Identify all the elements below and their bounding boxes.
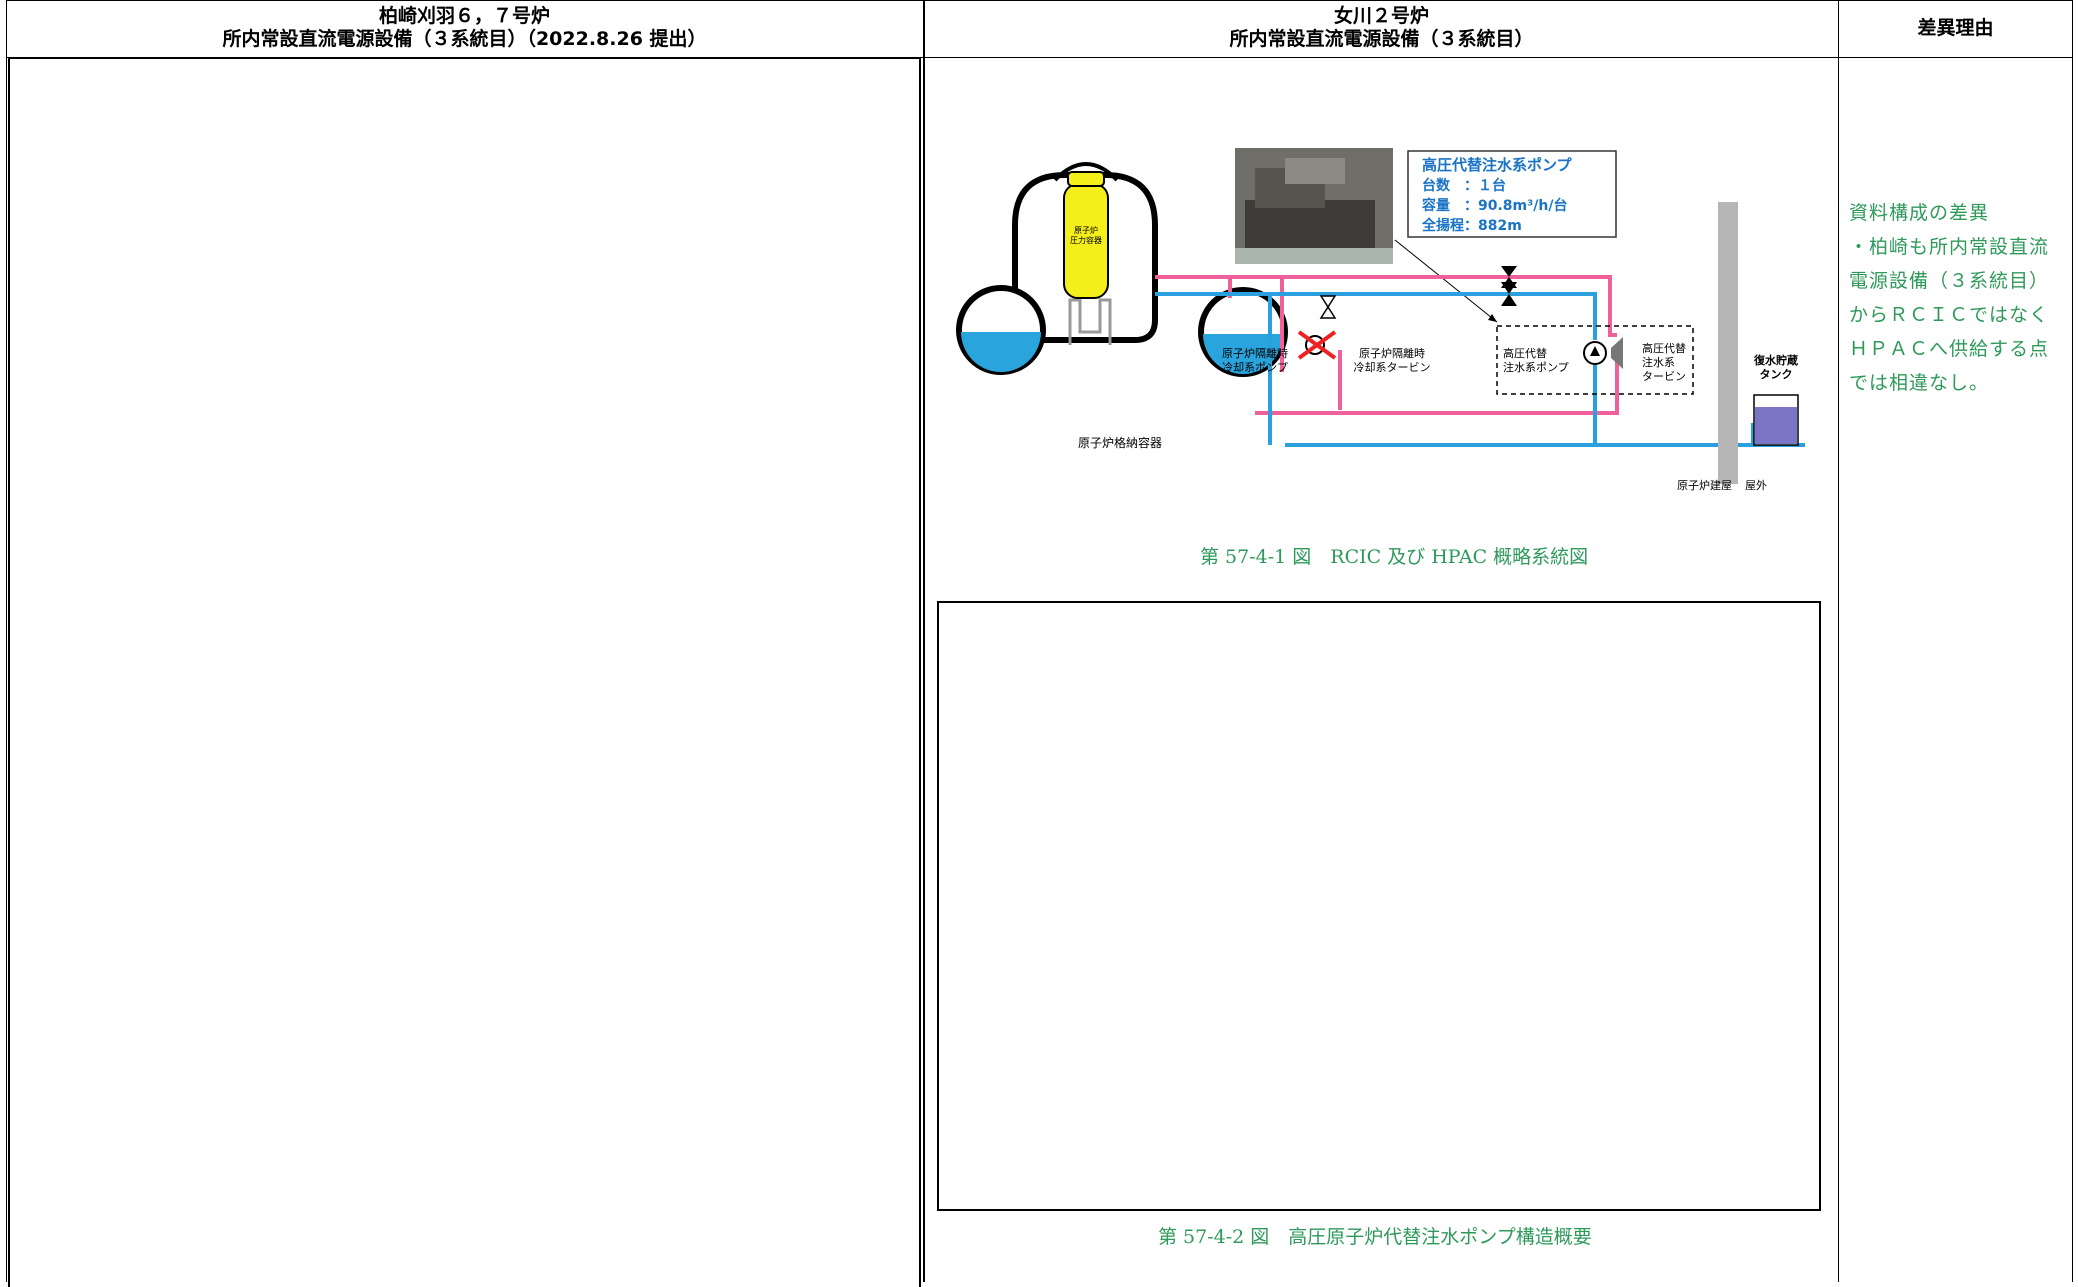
callout-arrow <box>1394 239 1498 323</box>
hpac-turbine-label-2: 注水系 <box>1642 355 1675 369</box>
tank-label-2: タンク <box>1760 368 1793 381</box>
hpac-pump-label-1: 高圧代替 <box>1503 346 1547 360</box>
steam-lines <box>1155 275 1619 415</box>
rpv-label: 原子炉 <box>1074 225 1098 235</box>
note-line-5: ＨＰＡＣへ供給する点 <box>1849 338 2050 360</box>
header-kk-title: 柏崎刈羽６，７号炉 <box>378 5 550 27</box>
figure-caption-1: 第 57-4-1 図 RCIC 及び HPAC 概略系統図 <box>1200 546 1589 568</box>
hpac-turbine-label-3: タービン <box>1642 370 1686 383</box>
hpac-dashed-box <box>1496 325 1694 395</box>
rcic-turbine-label-1: 原子炉隔離時 <box>1359 346 1425 360</box>
note-line-2: ・柏崎も所内常設直流 <box>1849 236 2050 258</box>
note-line-6: では相違なし。 <box>1849 372 1990 394</box>
rcic-pump-label-1: 原子炉隔離時 <box>1222 346 1288 360</box>
pcv-label: 原子炉格納容器 <box>1078 435 1162 450</box>
pump-structure-masked-box <box>937 601 1821 1211</box>
callout-arrowhead <box>1488 314 1497 322</box>
hpac-pump-arrow-icon <box>1590 346 1600 356</box>
note-line-4: からＲＣＩＣではなく <box>1849 304 2050 326</box>
valve-icons <box>1319 266 1517 319</box>
kk-masked-content-box <box>8 57 921 1287</box>
header-onagawa-column: 女川２号炉 所内常設直流電源設備（３系統目） <box>925 5 1838 51</box>
header-kk-column: 柏崎刈羽６，７号炉 所内常設直流電源設備（３系統目）（2022.8.26 提出） <box>6 5 923 51</box>
header-difference-reason: 差異理由 <box>1917 17 1994 39</box>
spec-title: 高圧代替注水系ポンプ <box>1422 156 1573 174</box>
outdoor-label: 屋外 <box>1745 479 1767 492</box>
header-onagawa-subtitle: 所内常設直流電源設備（３系統目） <box>1229 28 1534 50</box>
condensate-tank <box>1753 394 1799 446</box>
containment-vessel <box>956 162 1288 377</box>
figure-caption-2: 第 57-4-2 図 高圧原子炉代替注水ポンプ構造概要 <box>1158 1226 1592 1248</box>
table-top-border <box>6 0 2072 1</box>
spec-head: 全揚程：882m <box>1421 217 1522 234</box>
rpv-label-2: 圧力容器 <box>1070 235 1102 245</box>
rcic-crossed-icon <box>1297 330 1337 360</box>
note-line-3: 電源設備（３系統目） <box>1849 270 2050 292</box>
table-right-border <box>2072 0 2073 1282</box>
header-bottom-border <box>6 57 2072 58</box>
note-line-1: 資料構成の差異 <box>1849 202 1990 224</box>
rcic-turbine-label-2: 冷却系タービン <box>1354 361 1431 374</box>
building-wall <box>1718 202 1738 484</box>
hpac-turbine-icon <box>1611 337 1623 369</box>
header-onagawa-title: 女川２号炉 <box>1333 5 1429 27</box>
building-label: 原子炉建屋 <box>1677 478 1732 492</box>
hpac-turbine-label-1: 高圧代替 <box>1642 341 1686 355</box>
pump-photo <box>1235 148 1393 264</box>
rcic-pump-label-2: 冷却系ポンプ <box>1222 361 1288 374</box>
spec-count: 台数 ：１台 <box>1422 177 1506 194</box>
spec-capacity: 容量 ：90.8m³/h/台 <box>1421 197 1567 214</box>
table-left-border <box>6 0 7 1282</box>
rcic-hpac-system-diagram: 高圧代替注水系ポンプ 台数 ：１台 容量 ：90.8m³/h/台 全揚程：882… <box>956 148 1805 492</box>
difference-reason-note: 資料構成の差異 ・柏崎も所内常設直流 電源設備（３系統目） からＲＣＩＣではなく… <box>1849 196 2069 400</box>
header-kk-subtitle: 所内常設直流電源設備（３系統目）（2022.8.26 提出） <box>222 28 707 50</box>
hpac-pump-label-2: 注水系ポンプ <box>1503 360 1569 374</box>
column-divider-1 <box>923 0 925 1282</box>
pump-spec-box <box>1407 150 1617 238</box>
column-divider-2 <box>1838 0 1839 1282</box>
tank-label-1: 復水貯蔵 <box>1753 353 1798 367</box>
